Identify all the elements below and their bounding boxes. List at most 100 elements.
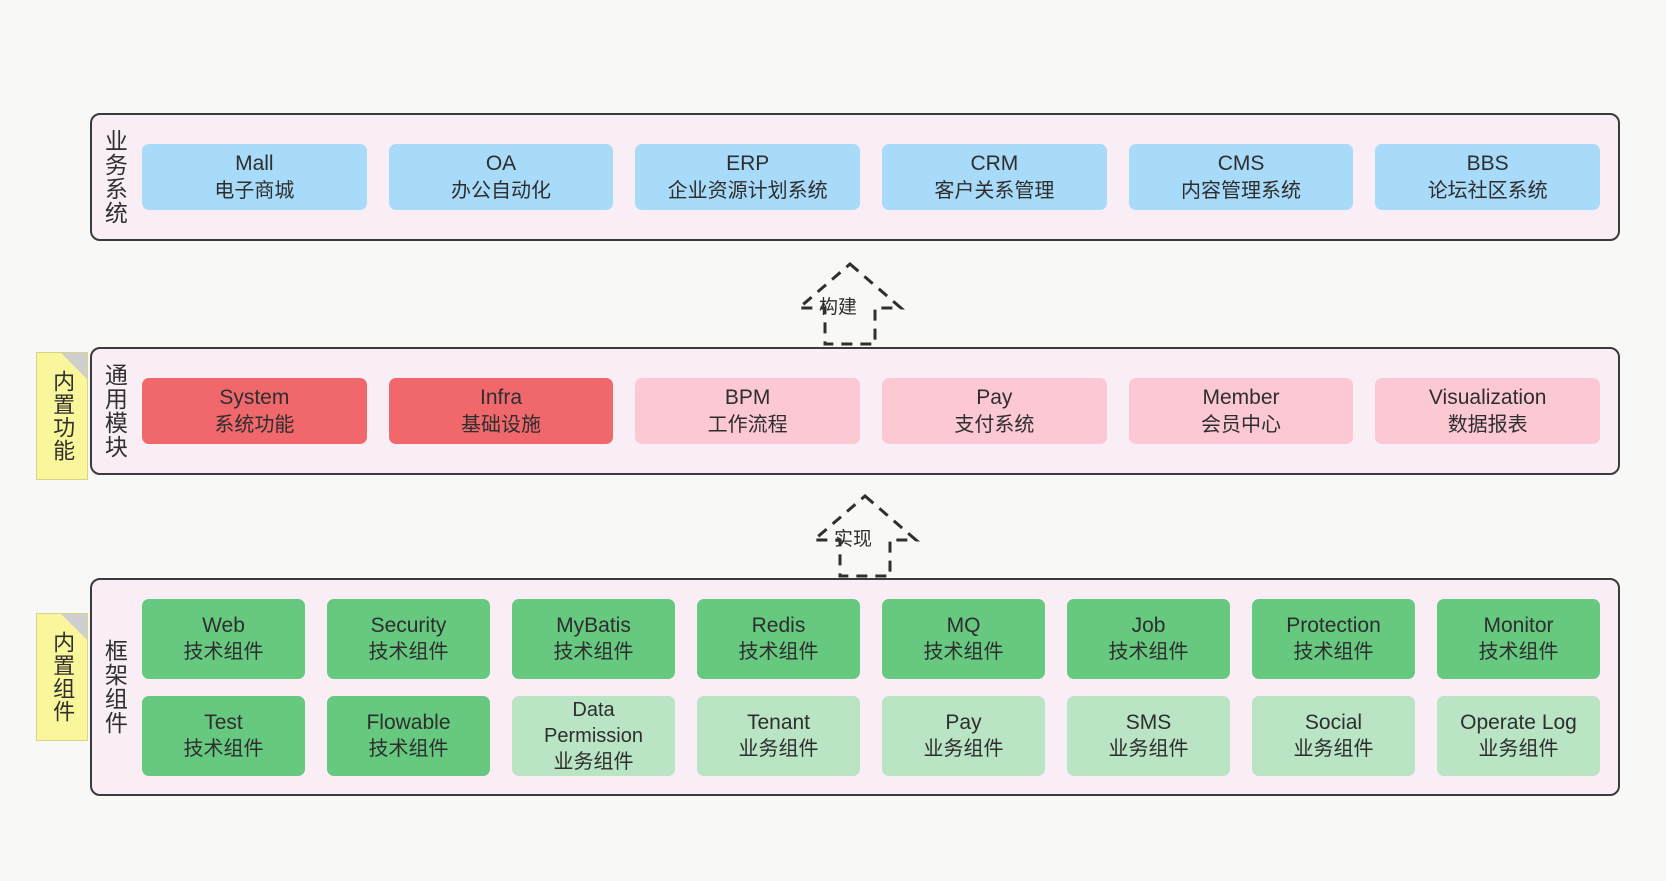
card-subtitle: 论坛社区系统: [1427, 179, 1548, 202]
card-subtitle: 支付系统: [954, 413, 1035, 436]
card-social[interactable]: Social 业务组件: [1252, 695, 1415, 776]
card-subtitle: 内容管理系统: [1181, 179, 1302, 202]
card-title: Mall: [235, 152, 274, 176]
card-title: Job: [1131, 613, 1166, 637]
sticky-note-builtin-features: 内置功能: [36, 352, 88, 480]
fold-corner-icon: [61, 614, 87, 640]
card-title-line2: Permission: [544, 724, 643, 747]
card-subtitle: 会员中心: [1201, 413, 1282, 436]
card-row: Test 技术组件 Flowable 技术组件 Data Permission …: [142, 695, 1600, 776]
card-title: Infra: [479, 386, 523, 410]
card-crm[interactable]: CRM 客户关系管理: [882, 144, 1107, 210]
card-title: SMS: [1125, 710, 1172, 734]
card-erp[interactable]: ERP 企业资源计划系统: [635, 144, 861, 210]
card-member[interactable]: Member 会员中心: [1128, 378, 1354, 444]
card-monitor[interactable]: Monitor 技术组件: [1437, 598, 1600, 679]
card-subtitle: 技术组件: [368, 641, 449, 664]
card-subtitle: 业务组件: [1293, 738, 1374, 761]
card-subtitle: 技术组件: [923, 641, 1004, 664]
card-title: Security: [370, 613, 447, 637]
connector-implement: 实现: [770, 490, 960, 582]
layer-body-common-modules: System 系统功能 Infra 基础设施 BPM 工作流程 Pay 支付系统…: [136, 349, 1618, 473]
card-subtitle: 系统功能: [214, 413, 295, 436]
card-pay-module[interactable]: Pay 支付系统: [882, 378, 1107, 444]
card-title: OA: [485, 152, 517, 176]
card-data-permission[interactable]: Data Permission 业务组件: [512, 695, 675, 776]
card-subtitle: 技术组件: [1108, 641, 1189, 664]
sticky-note-label: 内置组件: [50, 631, 76, 723]
layer-body-business-systems: Mall 电子商城 OA 办公自动化 ERP 企业资源计划系统 CRM 客户关系…: [136, 115, 1618, 239]
card-protection[interactable]: Protection 技术组件: [1252, 598, 1415, 679]
card-title: Web: [202, 613, 245, 637]
card-bbs[interactable]: BBS 论坛社区系统: [1375, 144, 1601, 210]
card-title: Flowable: [366, 710, 451, 734]
card-title: Tenant: [746, 710, 811, 734]
card-mybatis[interactable]: MyBatis 技术组件: [512, 598, 675, 679]
card-title: Pay: [945, 710, 982, 734]
connector-implement-label: 实现: [834, 529, 873, 550]
card-title: Test: [204, 710, 243, 734]
card-subtitle: 技术组件: [368, 738, 449, 761]
layer-business-systems: 业务系统 Mall 电子商城 OA 办公自动化 ERP 企业资源计划系统 CRM…: [90, 113, 1620, 241]
card-mq[interactable]: MQ 技术组件: [882, 598, 1045, 679]
card-mall[interactable]: Mall 电子商城: [142, 144, 367, 210]
card-title: Protection: [1286, 613, 1381, 637]
card-sms[interactable]: SMS 业务组件: [1067, 695, 1230, 776]
card-operate-log[interactable]: Operate Log 业务组件: [1437, 695, 1600, 776]
card-subtitle: 业务组件: [738, 738, 819, 761]
layer-body-framework-components: Web 技术组件 Security 技术组件 MyBatis 技术组件 Redi…: [136, 580, 1618, 794]
card-title: CRM: [970, 152, 1019, 176]
card-pay-component[interactable]: Pay 业务组件: [882, 695, 1045, 776]
card-title: Pay: [976, 386, 1013, 410]
card-flowable[interactable]: Flowable 技术组件: [327, 695, 490, 776]
card-subtitle: 办公自动化: [451, 179, 551, 202]
card-redis[interactable]: Redis 技术组件: [697, 598, 860, 679]
card-row: Mall 电子商城 OA 办公自动化 ERP 企业资源计划系统 CRM 客户关系…: [142, 144, 1601, 210]
card-title: Social: [1304, 710, 1363, 734]
card-system[interactable]: System 系统功能: [142, 378, 367, 444]
card-title: Visualization: [1428, 386, 1547, 410]
card-visualization[interactable]: Visualization 数据报表: [1375, 378, 1601, 444]
layer-title-framework-components: 框架组件: [101, 639, 128, 735]
card-title: MyBatis: [556, 613, 631, 637]
card-subtitle: 技术组件: [1478, 641, 1559, 664]
card-row: Web 技术组件 Security 技术组件 MyBatis 技术组件 Redi…: [142, 598, 1600, 679]
card-title: Operate Log: [1460, 710, 1577, 734]
card-subtitle: 业务组件: [923, 738, 1004, 761]
fold-corner-icon: [61, 353, 87, 379]
card-job[interactable]: Job 技术组件: [1067, 598, 1230, 679]
card-title: System: [219, 386, 290, 410]
card-title: MQ: [946, 613, 981, 637]
card-subtitle: 技术组件: [553, 641, 634, 664]
card-title: BPM: [724, 386, 771, 410]
card-infra[interactable]: Infra 基础设施: [388, 378, 614, 444]
card-subtitle: 业务组件: [1108, 738, 1189, 761]
card-title: Member: [1202, 386, 1280, 410]
card-security[interactable]: Security 技术组件: [327, 598, 490, 679]
layer-common-modules: 通用模块 System 系统功能 Infra 基础设施 BPM 工作流程 Pay…: [90, 347, 1620, 475]
card-subtitle: 技术组件: [1293, 641, 1374, 664]
sticky-note-builtin-components: 内置组件: [36, 613, 88, 741]
card-title: Redis: [751, 613, 806, 637]
card-title: BBS: [1466, 152, 1509, 176]
connector-build-label: 构建: [819, 297, 858, 318]
card-subtitle: 技术组件: [183, 641, 264, 664]
card-bpm[interactable]: BPM 工作流程: [635, 378, 861, 444]
card-subtitle: 工作流程: [707, 413, 788, 436]
card-test[interactable]: Test 技术组件: [142, 695, 305, 776]
card-cms[interactable]: CMS 内容管理系统: [1128, 144, 1354, 210]
card-tenant[interactable]: Tenant 业务组件: [697, 695, 860, 776]
card-oa[interactable]: OA 办公自动化: [388, 144, 614, 210]
layer-title-common-modules: 通用模块: [101, 363, 128, 459]
card-subtitle: 数据报表: [1447, 413, 1528, 436]
card-subtitle: 技术组件: [183, 738, 264, 761]
card-row: System 系统功能 Infra 基础设施 BPM 工作流程 Pay 支付系统…: [142, 378, 1601, 444]
card-title: Data: [572, 698, 615, 721]
card-subtitle: 基础设施: [461, 413, 541, 436]
layer-framework-components: 框架组件 Web 技术组件 Security 技术组件 MyBatis 技术组件…: [90, 578, 1620, 796]
sticky-note-label: 内置功能: [50, 370, 76, 462]
card-web[interactable]: Web 技术组件: [142, 598, 305, 679]
card-title: CMS: [1217, 152, 1265, 176]
card-subtitle: 业务组件: [1478, 738, 1559, 761]
